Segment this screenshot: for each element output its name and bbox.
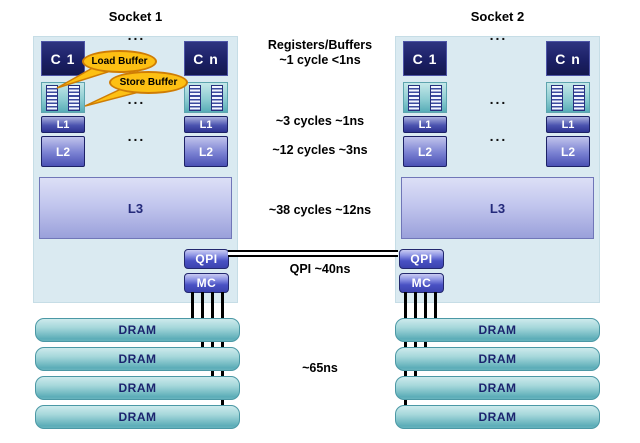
socket1-core1-l2-cache: L2 bbox=[41, 136, 85, 167]
socket2-coren-l2-cache: L2 bbox=[546, 136, 590, 167]
store-queue-icon bbox=[430, 84, 442, 111]
mc-dram-wire-dash bbox=[211, 342, 214, 347]
socket2-l3-cache: L3 bbox=[401, 177, 594, 239]
socket1-dram-module: DRAM bbox=[35, 318, 240, 342]
mc-dram-wire bbox=[191, 292, 194, 318]
socket1-coren-column: C n L1 L2 bbox=[184, 37, 228, 237]
socket1-caches-ellipsis: ... bbox=[127, 128, 146, 144]
latency-l1: ~3 cycles ~1ns bbox=[275, 114, 365, 128]
socket1-core1-buffer-box bbox=[41, 82, 85, 113]
socket1-mc-port: MC bbox=[184, 273, 229, 293]
latency-l3: ~38 cycles ~12ns bbox=[268, 203, 372, 217]
socket2-dram-module: DRAM bbox=[395, 405, 600, 429]
socket2-mc-port: MC bbox=[399, 273, 444, 293]
socket1-dram-module: DRAM bbox=[35, 347, 240, 371]
socket1-l3-cache: L3 bbox=[39, 177, 232, 239]
load-buffer-callout: Load Buffer bbox=[82, 50, 157, 73]
store-queue-icon bbox=[68, 84, 80, 111]
socket1-dram-module: DRAM bbox=[35, 376, 240, 400]
mc-dram-wire-dash bbox=[424, 342, 427, 347]
socket1-core1-box: C 1 bbox=[41, 41, 85, 76]
latency-registers-value: ~1 cycle <1ns bbox=[279, 53, 361, 67]
latency-registers-title: Registers/Buffers bbox=[267, 38, 373, 52]
socket2-core1-l1-cache: L1 bbox=[403, 116, 447, 133]
load-queue-icon bbox=[551, 84, 563, 111]
socket2-coren-column: C n L1 L2 bbox=[546, 37, 590, 237]
socket1-core1-l1-cache: L1 bbox=[41, 116, 85, 133]
mc-dram-wire-dash bbox=[221, 371, 224, 376]
socket1-qpi-port: QPI bbox=[184, 249, 229, 269]
mc-dram-wire bbox=[404, 292, 407, 318]
mc-dram-wire bbox=[211, 292, 214, 318]
load-queue-icon bbox=[408, 84, 420, 111]
latency-registers: Registers/Buffers ~1 cycle <1ns bbox=[240, 38, 400, 68]
mc-dram-wire bbox=[221, 292, 224, 318]
mc-dram-wire-dash bbox=[414, 371, 417, 376]
socket1-coren-l2-cache: L2 bbox=[184, 136, 228, 167]
socket2-core1-box: C 1 bbox=[403, 41, 447, 76]
socket2-coren-buffer-box bbox=[546, 82, 590, 113]
latency-l2: ~12 cycles ~3ns bbox=[272, 143, 368, 157]
latency-dram: ~65ns bbox=[302, 361, 338, 375]
mc-dram-wire-dash bbox=[404, 371, 407, 376]
mc-dram-wire-dash bbox=[404, 400, 407, 405]
mc-dram-wire-dash bbox=[221, 342, 224, 347]
socket2-qpi-port: QPI bbox=[399, 249, 444, 269]
qpi-interconnect-line bbox=[228, 250, 398, 257]
socket2-panel: ... ... ... C 1 L1 L2 C n L1 L2 L3 QPI M… bbox=[395, 28, 600, 303]
socket2-buffers-ellipsis: ... bbox=[489, 91, 508, 107]
mc-dram-wire bbox=[424, 292, 427, 318]
socket2-caches-ellipsis: ... bbox=[489, 128, 508, 144]
mc-dram-wire bbox=[414, 292, 417, 318]
store-buffer-callout: Store Buffer bbox=[109, 71, 188, 94]
socket2-core1-column: C 1 L1 L2 bbox=[403, 37, 447, 237]
socket2-coren-box: C n bbox=[546, 41, 590, 76]
socket2-title: Socket 2 bbox=[470, 9, 525, 24]
mc-dram-wire-dash bbox=[414, 342, 417, 347]
load-queue-icon bbox=[189, 84, 201, 111]
socket2-coren-l1-cache: L1 bbox=[546, 116, 590, 133]
socket2-core1-l2-cache: L2 bbox=[403, 136, 447, 167]
mc-dram-wire bbox=[201, 292, 204, 318]
socket2-dram-module: DRAM bbox=[395, 376, 600, 400]
store-queue-icon bbox=[573, 84, 585, 111]
socket1-title: Socket 1 bbox=[108, 9, 163, 24]
latency-qpi: QPI ~40ns bbox=[289, 262, 351, 276]
mc-dram-wire-dash bbox=[221, 400, 224, 405]
socket2-cores-ellipsis: ... bbox=[489, 27, 508, 43]
socket1-cores-ellipsis: ... bbox=[127, 27, 146, 43]
load-queue-icon bbox=[46, 84, 58, 111]
mc-dram-wire-dash bbox=[201, 342, 204, 347]
mc-dram-wire-dash bbox=[211, 371, 214, 376]
socket1-coren-box: C n bbox=[184, 41, 228, 76]
store-queue-icon bbox=[211, 84, 223, 111]
socket2-dram-module: DRAM bbox=[395, 347, 600, 371]
mc-dram-wire-dash bbox=[404, 342, 407, 347]
socket1-dram-module: DRAM bbox=[35, 405, 240, 429]
socket1-coren-l1-cache: L1 bbox=[184, 116, 228, 133]
mc-dram-wire bbox=[434, 292, 437, 318]
socket2-dram-module: DRAM bbox=[395, 318, 600, 342]
socket2-core1-buffer-box bbox=[403, 82, 447, 113]
socket1-coren-buffer-box bbox=[184, 82, 228, 113]
